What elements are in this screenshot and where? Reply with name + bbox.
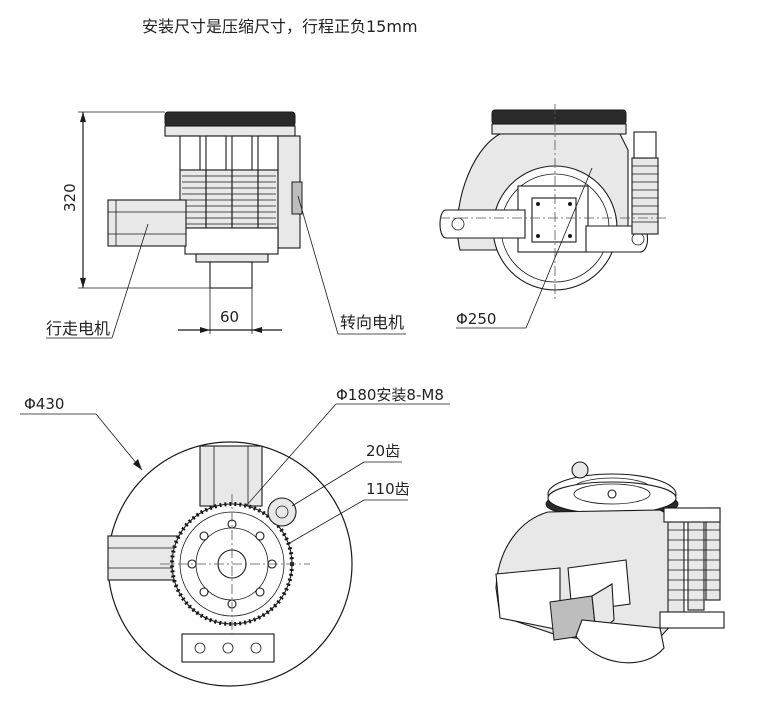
top-view: Φ430 Φ180安装8-M8 20齿 110齿 [20, 386, 450, 687]
side-gearbox [184, 227, 279, 255]
front-view: Φ250 [439, 104, 668, 329]
side-steer-motor [291, 181, 303, 215]
front-spring [631, 157, 659, 235]
iso-view [495, 461, 725, 664]
outer-dia-label: Φ430 [24, 395, 64, 413]
side-springs [179, 169, 279, 229]
front-top-plate [491, 109, 627, 125]
drive-motor-label: 行走电机 [46, 319, 110, 338]
top-upper-housing [199, 445, 263, 507]
iso-spring-1 [667, 519, 685, 617]
iso-pinion [571, 461, 589, 479]
iso-spring-2 [687, 513, 705, 611]
iso-spring-cap [663, 507, 721, 523]
side-cylinder-2 [205, 135, 227, 171]
top-pinion [267, 497, 297, 527]
iso-wheel [575, 619, 665, 664]
mount-label: Φ180安装8-M8 [336, 386, 444, 404]
front-arm-left [439, 209, 526, 239]
side-base [195, 253, 269, 263]
ring-teeth-label: 110齿 [366, 480, 410, 498]
pinion-teeth-label: 20齿 [366, 442, 400, 460]
width-dim-label: 60 [220, 308, 239, 326]
side-drive-motor [107, 199, 187, 247]
side-wheel [209, 261, 253, 289]
wheel-dia-label: Φ250 [456, 310, 496, 328]
header-note: 安装尺寸是压缩尺寸，行程正负15mm [142, 17, 418, 36]
side-cylinder-3 [231, 135, 253, 171]
top-lower-bracket [181, 633, 275, 663]
front-flange [491, 123, 627, 135]
iso-side-plate [495, 567, 561, 631]
side-view: 320 60 行走电机 转向电机 [46, 111, 406, 339]
side-cylinder-4 [257, 135, 279, 171]
side-flange [164, 125, 296, 137]
height-dim-label: 320 [61, 183, 79, 212]
side-cylinder-1 [179, 135, 201, 171]
iso-spring-base [659, 611, 725, 629]
side-top-plate [164, 111, 296, 127]
steer-motor-label: 转向电机 [340, 313, 404, 332]
